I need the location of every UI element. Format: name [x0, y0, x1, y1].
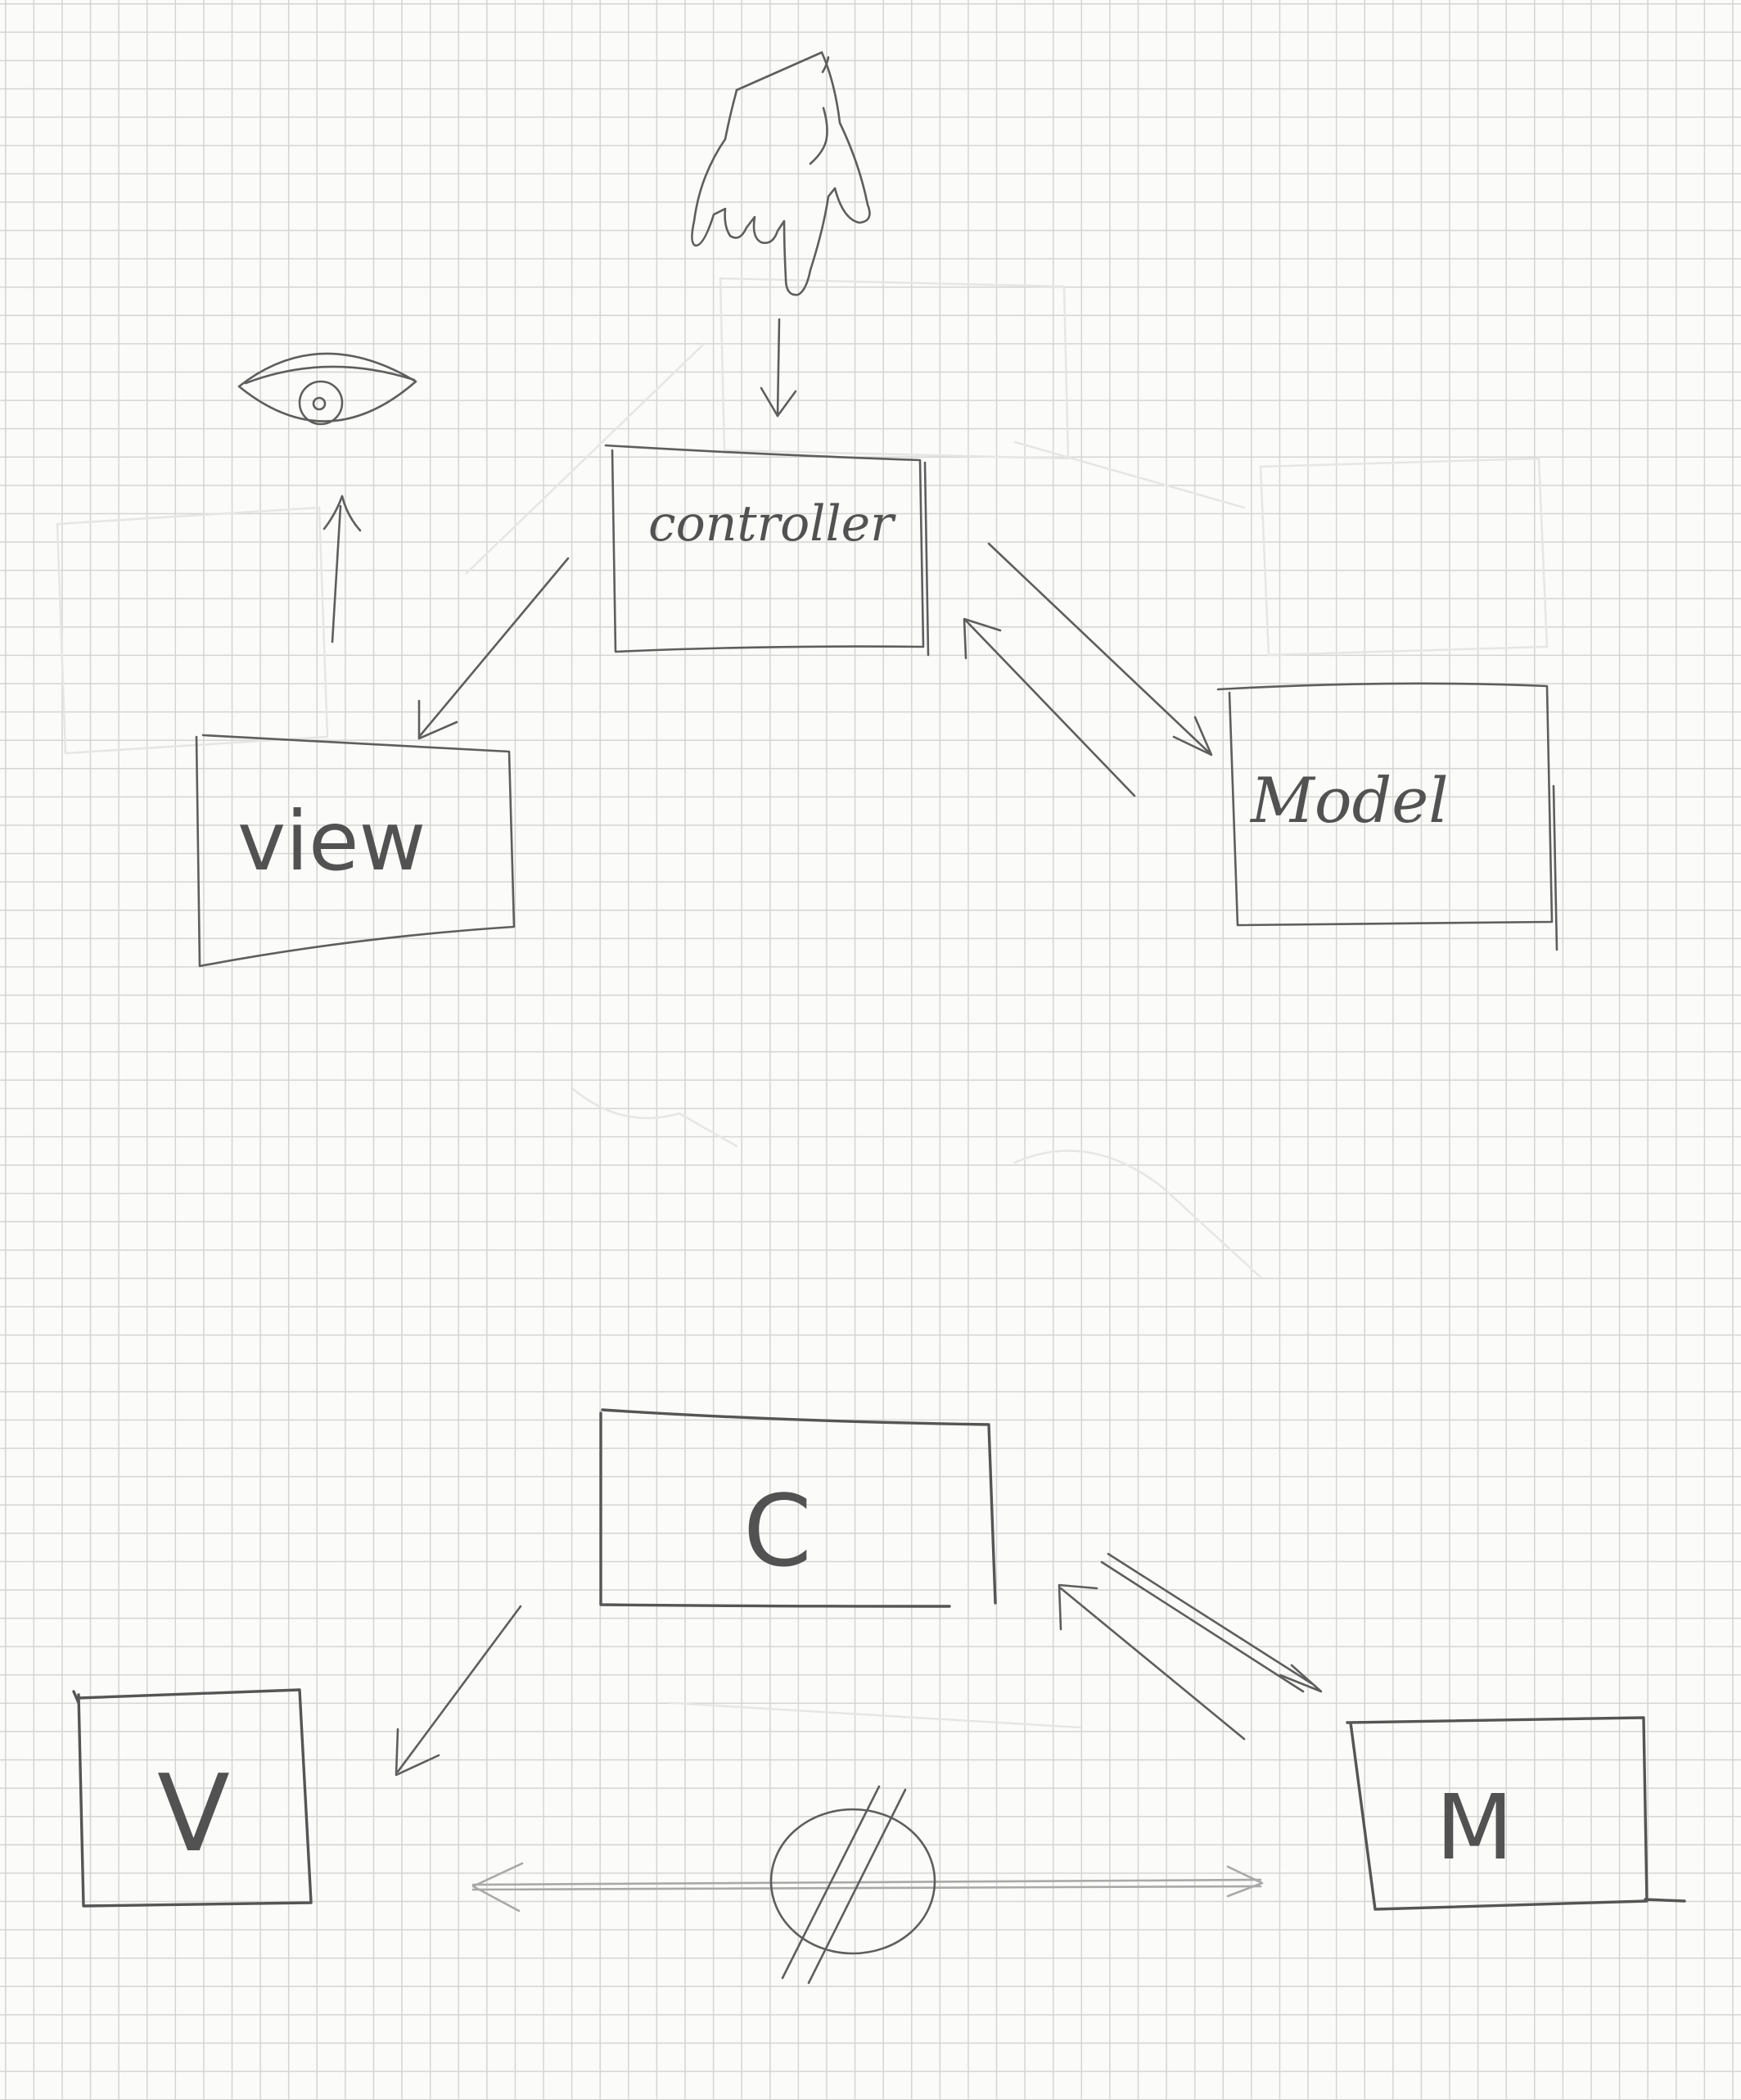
- controller-to-view-arrow: [417, 557, 570, 740]
- c-box: C: [599, 1408, 997, 1608]
- view-to-eye-arrow: [322, 495, 362, 644]
- c-to-v-arrow: [395, 1605, 522, 1777]
- v-box: V: [72, 1688, 313, 1908]
- controller-label: controller: [648, 495, 896, 553]
- v-label: V: [157, 1751, 230, 1876]
- input-arrow: [760, 318, 797, 418]
- model-to-controller-arrow: [963, 617, 1136, 797]
- eye-icon: [237, 352, 417, 426]
- view-box: view: [195, 734, 516, 968]
- m-to-c-arrow: [1058, 1583, 1246, 1741]
- controller-to-model-arrow: [987, 542, 1213, 756]
- pointing-hand-icon: [691, 51, 871, 296]
- bleed-through-marks: [56, 277, 1549, 1729]
- m-box: M: [1346, 1716, 1686, 1911]
- model-label: Model: [1249, 764, 1449, 837]
- c-to-m-arrow: [1100, 1552, 1323, 1693]
- no-connection-symbol-icon: [769, 1785, 936, 1985]
- v-m-direct-connection: [471, 1862, 1264, 1913]
- model-box: Model: [1216, 682, 1558, 951]
- controller-box: controller: [604, 444, 930, 657]
- view-label: view: [237, 793, 426, 889]
- c-label: C: [743, 1475, 812, 1589]
- m-label: M: [1436, 1775, 1513, 1880]
